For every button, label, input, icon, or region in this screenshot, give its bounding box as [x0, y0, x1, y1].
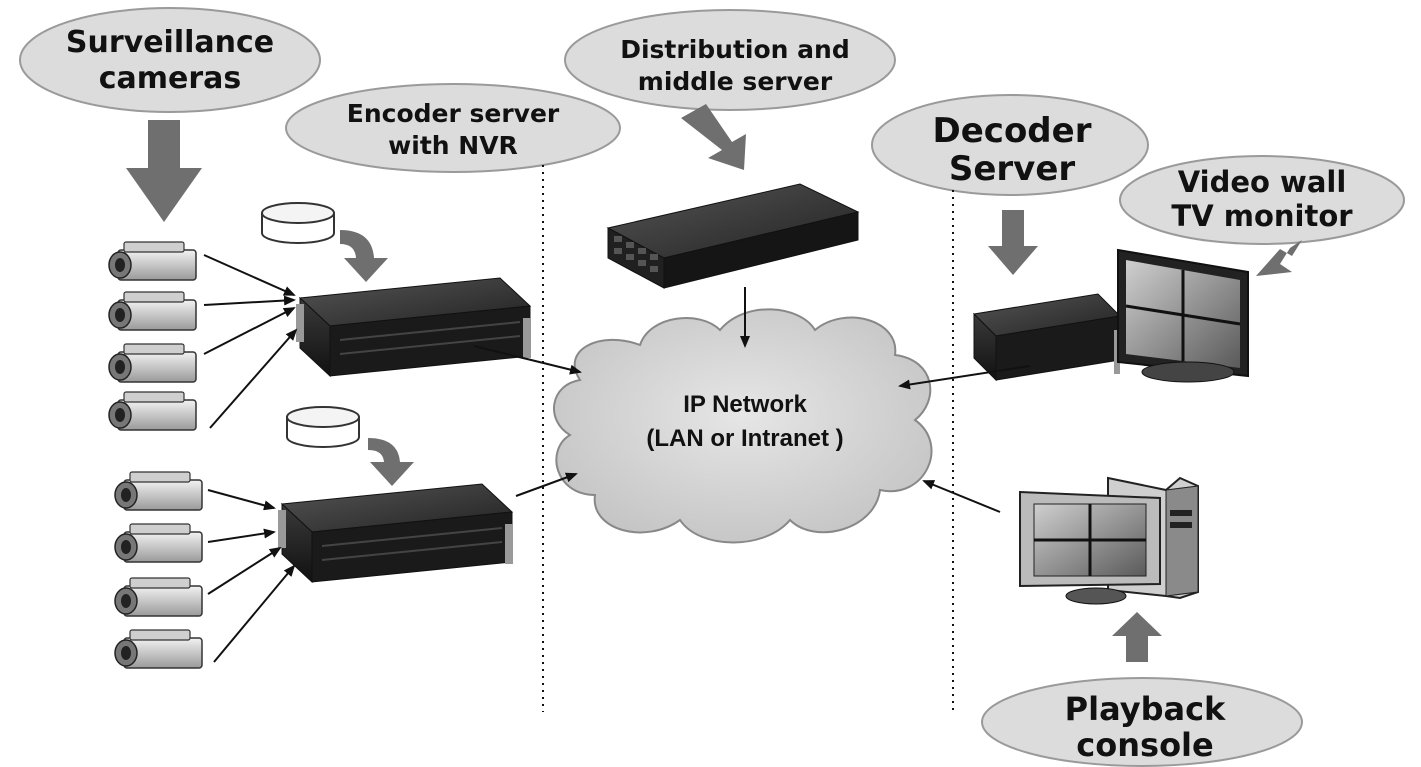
db2-curved-arrow	[368, 438, 414, 486]
camera-icon	[114, 577, 203, 617]
camera-icon	[108, 343, 197, 383]
distribution-down-arrow	[681, 104, 746, 170]
arrow-cam2-encoder1	[203, 295, 296, 306]
camera-icon	[114, 471, 203, 511]
camera-icon	[108, 291, 197, 331]
camera-icon	[114, 523, 203, 563]
encoder-server-2	[277, 483, 514, 583]
arrow-cam3-encoder1	[203, 307, 296, 355]
decoder-label-line2: Server	[949, 149, 1076, 189]
arrow-cam6-encoder2	[207, 528, 276, 543]
decoder-server	[972, 293, 1122, 382]
camera-group-1	[108, 241, 197, 431]
arrow-playback-network	[922, 480, 1001, 513]
playback-label-line2: console	[1076, 726, 1213, 764]
ip-network-cloud: IP Network (LAN or Intranet )	[553, 308, 933, 544]
network-label-line1: IP Network	[683, 391, 807, 418]
encoder-server-1	[295, 277, 532, 377]
network-label-line2: (LAN or Intranet )	[646, 425, 843, 452]
arrow-cam1-encoder1	[203, 254, 296, 296]
arrow-encoder1-network	[473, 345, 582, 375]
surveillance-label-line2: cameras	[99, 61, 242, 96]
arrow-cam8-encoder2	[213, 564, 296, 663]
video-wall-monitor	[1117, 248, 1249, 383]
camera-group-2	[114, 471, 203, 669]
database-icon-2	[286, 406, 360, 448]
encoder-label-line1: Encoder server	[347, 99, 560, 128]
surveillance-cameras-bubble: Surveillance cameras	[19, 7, 321, 113]
distribution-label-line2: middle server	[638, 67, 833, 96]
connection-lines	[203, 254, 1031, 663]
playback-console-bubble: Playback console	[981, 677, 1303, 767]
arrow-decoder-network	[898, 365, 1031, 390]
arrow-cam5-encoder2	[207, 489, 276, 511]
encoder-label-line2: with NVR	[388, 131, 518, 160]
videowall-label-line1: Video wall	[1178, 165, 1347, 199]
database-icon-1	[261, 202, 335, 244]
arrow-cam4-encoder1	[209, 328, 298, 429]
playback-label-line1: Playback	[1065, 690, 1226, 728]
camera-icon	[114, 629, 203, 669]
distribution-label-line1: Distribution and	[620, 35, 850, 64]
distribution-server-bubble: Distribution and middle server	[564, 9, 896, 111]
encoder-server-bubble: Encoder server with NVR	[285, 83, 621, 173]
decoder-down-arrow	[988, 210, 1038, 275]
decoder-server-bubble: Decoder Server	[871, 94, 1149, 196]
videowall-arrow	[1256, 240, 1302, 276]
playback-up-arrow	[1112, 612, 1162, 662]
distribution-server	[606, 183, 860, 289]
camera-icon	[108, 241, 197, 281]
db1-curved-arrow	[340, 230, 388, 282]
video-wall-bubble: Video wall TV monitor	[1119, 155, 1405, 245]
arrow-cam7-encoder2	[207, 546, 282, 595]
surveillance-label-line1: Surveillance	[66, 25, 274, 60]
videowall-label-line2: TV monitor	[1171, 199, 1353, 233]
cameras-down-arrow	[126, 120, 202, 222]
playback-console-pc	[1019, 476, 1199, 605]
decoder-label-line1: Decoder	[933, 111, 1092, 151]
camera-icon	[108, 391, 197, 431]
arrow-encoder2-network	[515, 472, 578, 497]
